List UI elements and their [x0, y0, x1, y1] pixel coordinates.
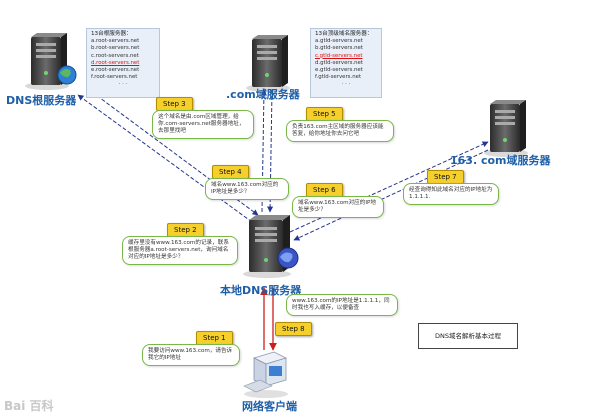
- step-5-badge: Step 5: [306, 107, 343, 121]
- dns-root-server-icon: [25, 33, 77, 90]
- step-5-callout: 负责163.com主区域的服务器应该能答复，给你地址你去问它吧: [286, 120, 394, 142]
- step-2-callout: 缓存里没有www.163.com的记录，联系根服务器a.root-servers…: [122, 236, 238, 265]
- step-2-badge: Step 2: [167, 223, 204, 237]
- step-7-callout: 经查询得知此域名对应的IP地址为1.1.1.1.: [403, 183, 499, 205]
- step-4-callout: 域名www.163.com对应的IP地址是多少？: [205, 178, 289, 200]
- client-label: 网络客户端: [242, 400, 297, 413]
- watermark: Bai 百科: [4, 399, 54, 413]
- com-server-icon: [246, 35, 290, 92]
- gtld-list-more: · · ·: [341, 81, 351, 88]
- gtld-server-list: 13台顶级域名服务器： a.gtld-servers.net b.gtld-se…: [310, 28, 382, 98]
- local-dns-server-icon: [243, 215, 299, 278]
- com-server-label: .com域服务器: [226, 88, 300, 101]
- root-list-item-highlight: d.root-servers.net: [91, 59, 140, 66]
- arrow-com-to-local: [267, 89, 274, 213]
- gtld-list-item: f.gtld-servers.net: [315, 74, 362, 81]
- root-list-item: f.root-servers.net: [91, 74, 138, 81]
- diagram-title-box: DNS域名解析基本过程: [418, 323, 518, 349]
- gtld-list-item-highlight: c.gtld-servers.net: [315, 52, 363, 59]
- root-list-item: a.root-servers.net: [91, 38, 140, 45]
- step-7-badge: Step 7: [427, 170, 464, 184]
- step-1-badge: Step 1: [196, 331, 233, 345]
- gtld-list-item: d.gtld-servers.net: [315, 59, 363, 66]
- root-list-item: e.root-servers.net: [91, 67, 140, 74]
- step-3-callout: 这个域名是由.com区域管理，给你.com-servers.net服务器地址，去…: [152, 110, 254, 139]
- step-1-callout: 我要访问www.163.com，请告诉我它的IP地址: [142, 344, 240, 366]
- root-list-title: 13台根服务器：: [91, 31, 132, 37]
- arrow-root-to-local: [91, 91, 259, 216]
- step-8-callout: www.163.com的IP地址是1.1.1.1，同时我也写入缓存，以便备查: [286, 294, 398, 316]
- root-list-item: b.root-servers.net: [91, 45, 140, 52]
- gtld-list-item: e.gtld-servers.net: [315, 67, 363, 74]
- local-dns-label: 本地DNS服务器: [220, 284, 302, 297]
- dns-root-label: DNS根服务器: [6, 94, 77, 107]
- step-6-callout: 域名www.163.com对应的IP地址是多少？: [292, 196, 384, 218]
- step-4-badge: Step 4: [212, 165, 249, 179]
- root-list-more: · · ·: [118, 81, 128, 88]
- step-6-badge: Step 6: [306, 183, 343, 197]
- site-server-label: 163. com域服务器: [450, 154, 551, 167]
- site-server-icon: [484, 100, 528, 157]
- step-3-badge: Step 3: [156, 97, 193, 111]
- gtld-list-item: b.gtld-servers.net: [315, 45, 363, 52]
- gtld-list-title: 13台顶级域名服务器：: [315, 31, 373, 37]
- client-computer-icon: [243, 351, 288, 398]
- root-list-item: c.root-servers.net: [91, 52, 139, 59]
- gtld-list-item: a.gtld-servers.net: [315, 38, 363, 45]
- root-server-list: 13台根服务器： a.root-servers.net b.root-serve…: [86, 28, 160, 98]
- step-8-badge: Step 8: [275, 322, 312, 336]
